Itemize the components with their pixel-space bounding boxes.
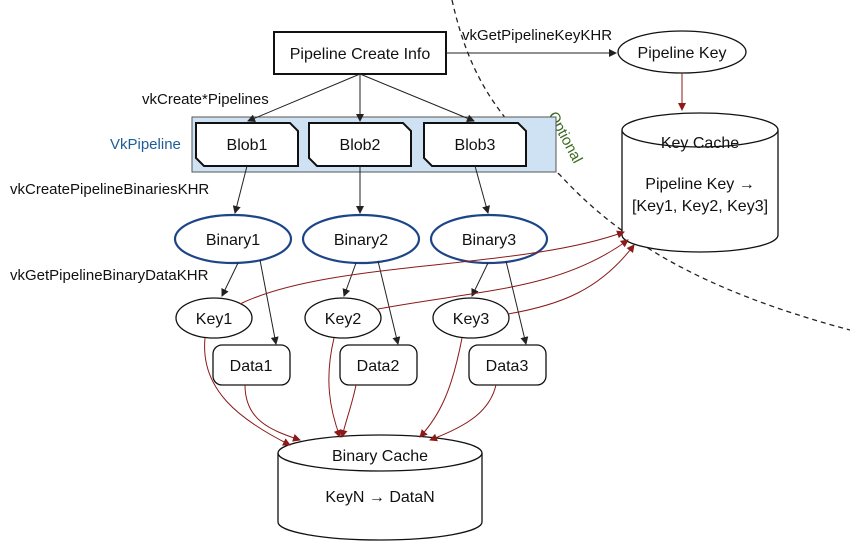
pipeline-create-info-text: Pipeline Create Info — [290, 46, 431, 63]
arrow-binary2-to-data2 — [377, 260, 401, 345]
arrow-data2-to-binary-cache — [339, 384, 357, 438]
arrow-binary3-to-key3 — [471, 262, 489, 297]
blob1-node — [195, 122, 299, 167]
binary1-node — [173, 213, 293, 265]
binary2-text: Binary2 — [334, 232, 388, 249]
binary1-text: Binary1 — [206, 232, 260, 249]
data1-node — [212, 344, 291, 386]
binary-cache-line1: KeyN → DataN — [325, 489, 434, 506]
binary3-node — [429, 213, 549, 265]
arrow-data3-to-binary-cache — [429, 384, 497, 442]
key3-node — [432, 297, 510, 339]
data2-node — [339, 344, 418, 386]
key2-node — [304, 297, 382, 339]
key1-node — [175, 297, 253, 339]
arrow-blob3-to-binary3 — [474, 165, 490, 214]
vk-get-pipeline-key-label: vkGetPipelineKeyKHR — [462, 27, 612, 44]
data3-text: Data3 — [486, 358, 529, 375]
key-cache-line1: Pipeline Key → — [645, 176, 754, 193]
arrow-binary1-to-key1 — [221, 262, 239, 297]
binary3-text: Binary3 — [462, 232, 516, 249]
blob1-text: Blob1 — [227, 137, 268, 154]
arrow-blob1-to-binary1 — [232, 165, 248, 214]
arrow-create-info-to-blob3 — [359, 73, 475, 123]
arrow-key1-to-key-cache — [239, 230, 625, 305]
key-cache-title: Key Cache — [661, 135, 739, 152]
blob2-node — [308, 122, 412, 167]
pipeline-key-text: Pipeline Key — [638, 45, 727, 62]
arrow-data1-to-binary-cache — [244, 384, 301, 442]
optional-divider — [451, 0, 850, 331]
arrow-key1-to-binary-cache — [204, 337, 291, 446]
key-cache-node — [621, 112, 779, 253]
binary-cache-node — [277, 434, 483, 541]
key1-text: Key1 — [196, 311, 233, 328]
arrow-create-info-to-blob1 — [247, 73, 361, 122]
pipeline-create-info-node — [273, 31, 447, 75]
key2-text: Key2 — [325, 311, 362, 328]
arrow-key2-to-key-cache — [377, 239, 629, 310]
vk-create-binaries-label: vkCreatePipelineBinariesKHR — [10, 181, 209, 198]
data3-node — [468, 344, 547, 386]
blob3-node — [423, 122, 527, 167]
binary-cache-title: Binary Cache — [332, 448, 428, 465]
vkpipeline-label: VkPipeline — [110, 136, 181, 153]
vk-get-binary-data-label: vkGetPipelineBinaryDataKHR — [10, 267, 209, 284]
arrow-binary3-to-data3 — [505, 260, 529, 345]
binary2-node — [301, 213, 421, 265]
arrow-key3-to-binary-cache — [419, 337, 463, 438]
data2-text: Data2 — [357, 358, 400, 375]
blob3-text: Blob3 — [455, 137, 496, 154]
vk-create-pipelines-label: vkCreate*Pipelines — [142, 91, 269, 108]
arrow-key2-to-binary-cache — [328, 337, 342, 438]
blob2-text: Blob2 — [340, 137, 381, 154]
arrow-key3-to-key-cache — [507, 244, 635, 315]
arrow-binary1-to-data1 — [259, 259, 279, 345]
key-cache-line2: [Key1, Key2, Key3] — [632, 198, 768, 215]
key3-text: Key3 — [453, 311, 490, 328]
arrow-binary2-to-key2 — [342, 262, 357, 297]
data1-text: Data1 — [230, 358, 273, 375]
